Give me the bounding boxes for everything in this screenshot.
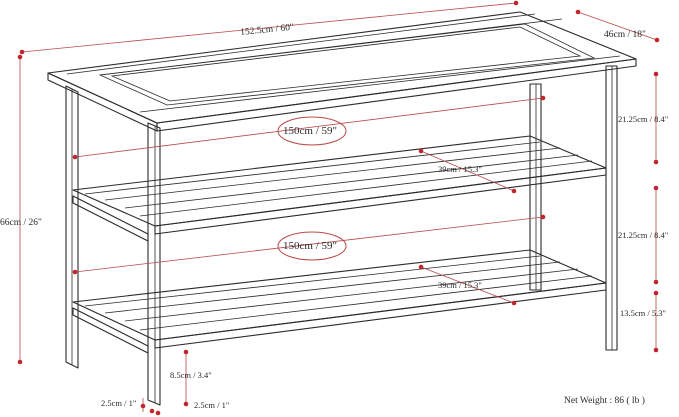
upper-shelf (72, 135, 607, 242)
upper-shelf-depth-label: 39cm / 15.3" (438, 164, 482, 174)
floor-clearance-label: 8.5cm / 3.4" (170, 370, 212, 380)
lower-shelf (72, 249, 607, 354)
lower-shelf-depth-label: 39cm / 15.3" (438, 280, 482, 290)
overall-height-label: 66cm / 26" (0, 218, 42, 228)
middle-clearance-label: 21.25cm / 8.4" (618, 230, 668, 240)
depth-label: 46cm / 18" (604, 30, 646, 40)
upper-clearance-label: 21.25cm / 8.4" (618, 114, 668, 124)
dimension-lines (17, 0, 660, 416)
lower-shelf-length-label: 150cm / 59" (283, 240, 337, 252)
dimension-labels: 152.5cm / 60" 46cm / 18" 66cm / 26" 21.2… (0, 23, 668, 410)
table-drawing (47, 11, 637, 406)
net-weight-label: Net Weight : 86 ( lb ) (564, 395, 645, 406)
bottom-shelf-height-label: 13.5cm / 5.3" (620, 308, 666, 318)
table-top (47, 11, 637, 132)
leg-width-label: 2.5cm / 1" (101, 398, 136, 408)
table-legs (65, 65, 618, 406)
upper-shelf-length-label: 150cm / 59" (283, 125, 337, 137)
overall-length-label: 152.5cm / 60" (240, 23, 295, 38)
leg-depth-label: 2.5cm / 1" (194, 400, 229, 410)
